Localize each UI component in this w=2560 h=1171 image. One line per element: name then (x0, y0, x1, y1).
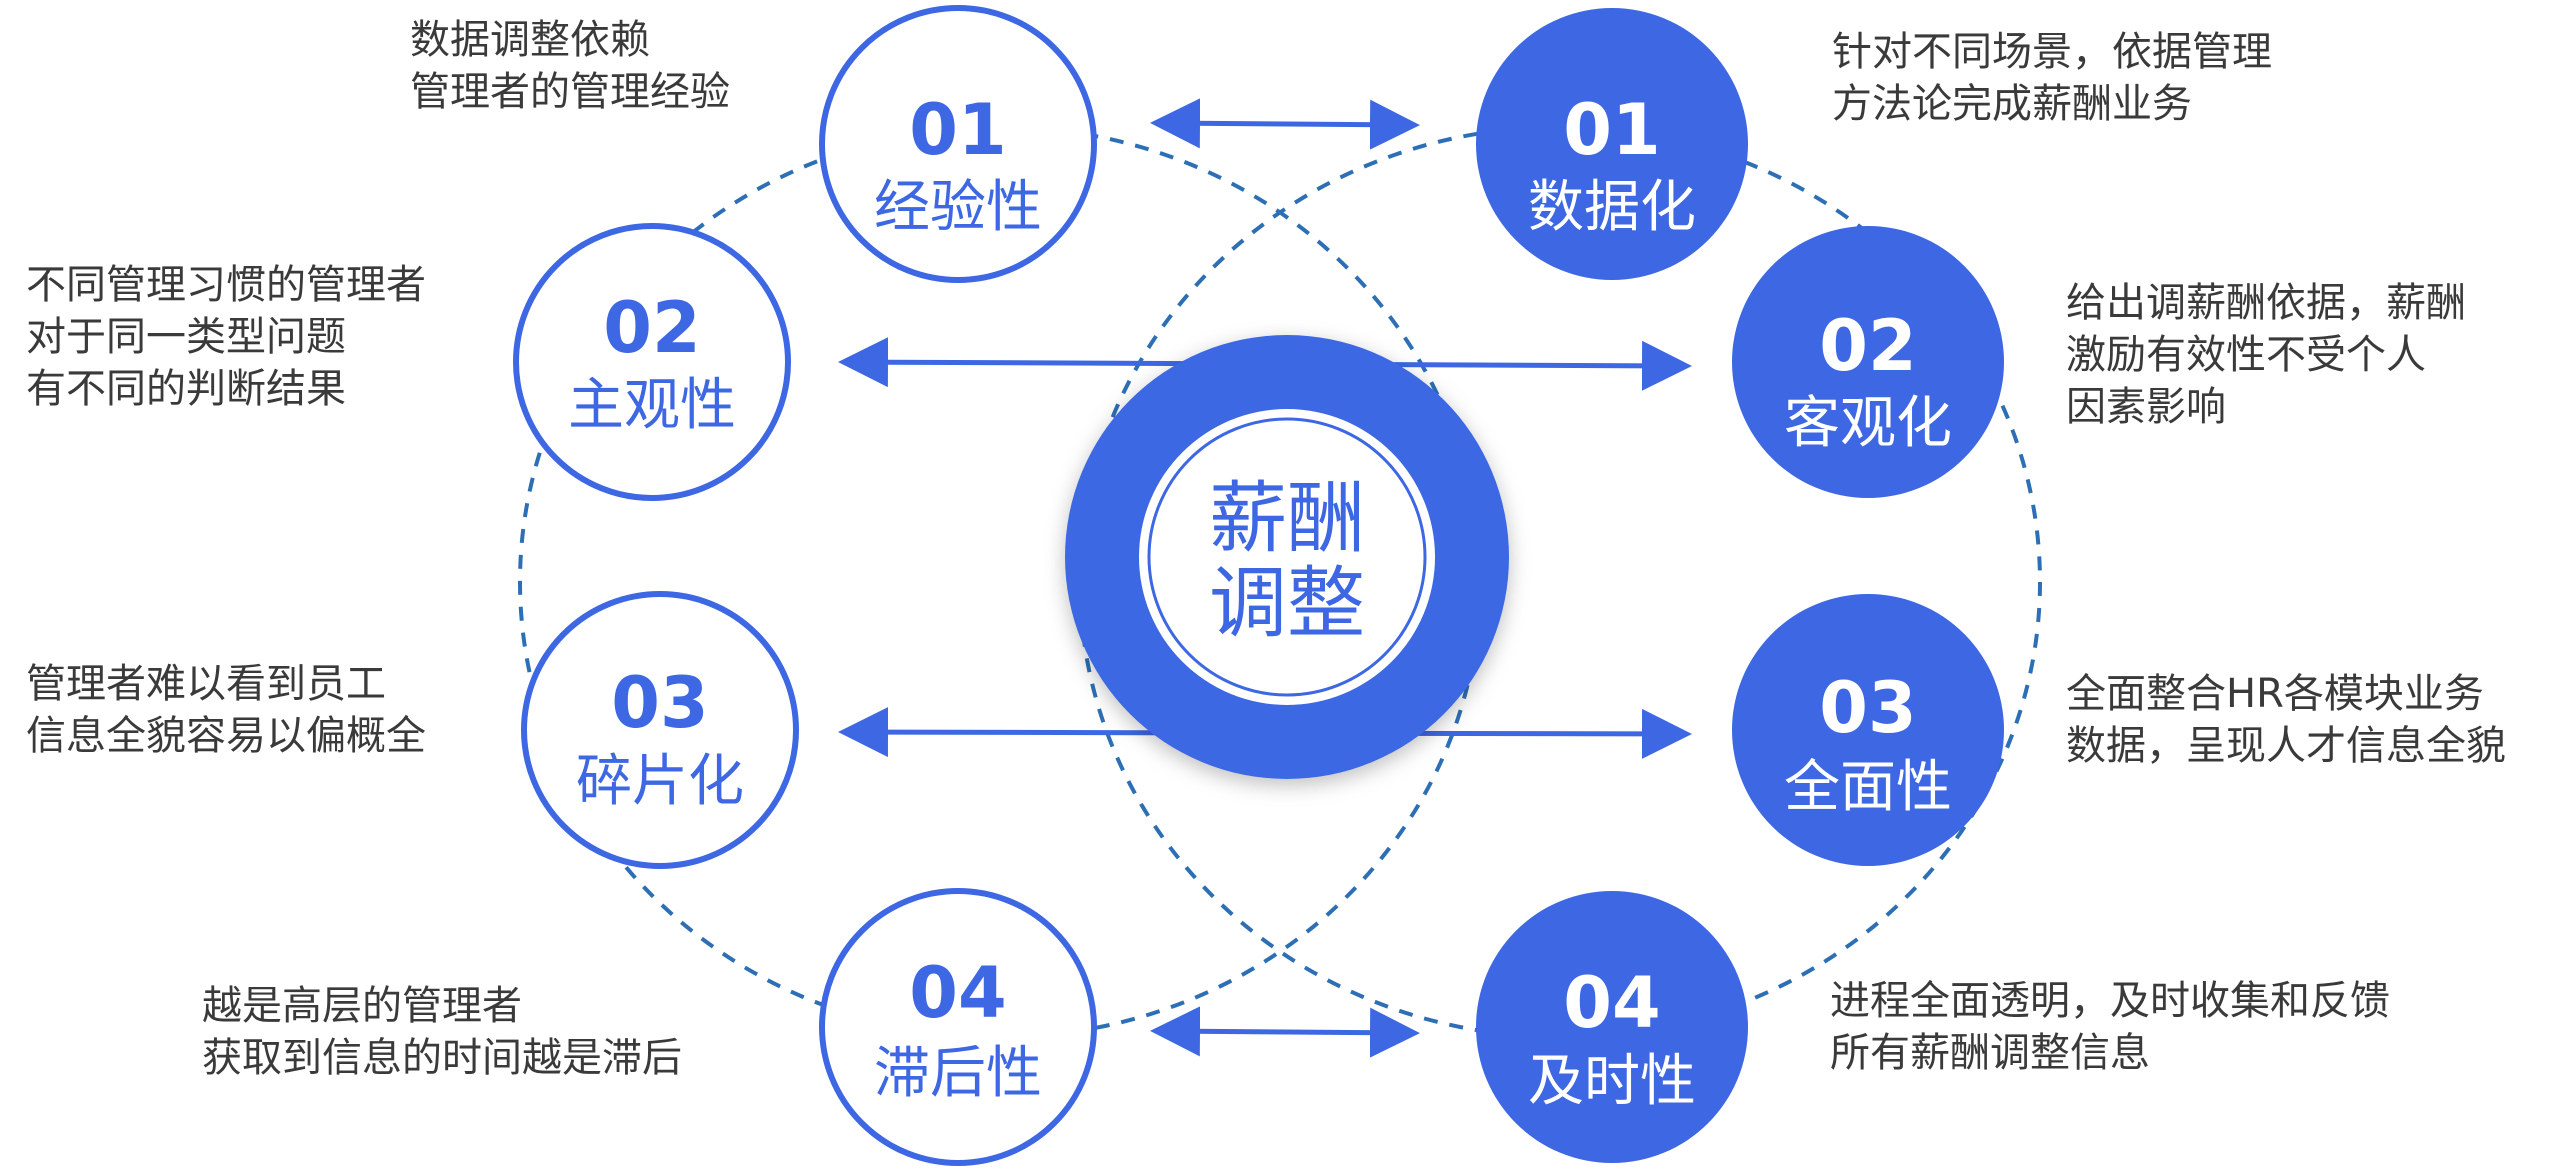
left-desc-02-line: 有不同的判断结果 (26, 366, 346, 412)
right-desc-01-line: 方法论完成薪酬业务 (1832, 81, 2192, 127)
right-node-04: 04 及时性 (1476, 891, 1748, 1163)
left-node-02: 02 主观性 (513, 223, 791, 501)
right-node-03-label: 全面性 (1784, 755, 1952, 820)
right-node-01: 01 数据化 (1476, 8, 1748, 280)
left-node-01-label: 经验性 (874, 175, 1042, 240)
left-desc-03-line: 信息全貌容易以偏概全 (26, 713, 426, 759)
right-node-03-number: 03 (1819, 667, 1916, 749)
right-node-02-number: 02 (1819, 305, 1916, 387)
left-node-03-number: 03 (611, 662, 708, 744)
right-node-01-label: 数据化 (1528, 175, 1696, 240)
left-node-01-number: 01 (909, 89, 1006, 171)
right-desc-01: 针对不同场景，依据管理 方法论完成薪酬业务 (1832, 26, 2272, 130)
arrow-row-4 (1150, 1006, 1420, 1058)
left-node-04-number: 04 (909, 952, 1006, 1034)
left-node-03: 03 碎片化 (521, 591, 799, 869)
right-desc-04-line: 所有薪酬调整信息 (1830, 1030, 2150, 1076)
right-node-01-number: 01 (1563, 89, 1660, 171)
left-desc-01-line: 数据调整依赖 (410, 17, 650, 63)
right-desc-02: 给出调薪酬依据，薪酬 激励有效性不受个人 因素影响 (2066, 277, 2466, 433)
left-node-04-label: 滞后性 (874, 1041, 1042, 1106)
right-desc-04: 进程全面透明，及时收集和反馈 所有薪酬调整信息 (1830, 975, 2390, 1079)
left-node-02-label: 主观性 (568, 373, 736, 438)
right-desc-02-line: 激励有效性不受个人 (2066, 332, 2426, 378)
left-desc-02: 不同管理习惯的管理者 对于同一类型问题 有不同的判断结果 (26, 259, 426, 415)
left-node-02-number: 02 (603, 287, 700, 369)
left-desc-01-line: 管理者的管理经验 (410, 69, 730, 115)
right-desc-02-line: 给出调薪酬依据，薪酬 (2066, 280, 2466, 326)
left-desc-02-line: 不同管理习惯的管理者 (26, 262, 426, 308)
right-node-04-number: 04 (1563, 962, 1660, 1044)
left-desc-03-line: 管理者难以看到员工 (26, 661, 386, 707)
left-desc-01: 数据调整依赖 管理者的管理经验 (410, 14, 730, 118)
right-desc-01-line: 针对不同场景，依据管理 (1832, 29, 2272, 75)
right-node-02-label: 客观化 (1784, 391, 1952, 456)
center-title-line2: 调整 (1209, 559, 1365, 649)
right-desc-02-line: 因素影响 (2066, 384, 2226, 430)
left-desc-04-line: 越是高层的管理者 (202, 983, 522, 1029)
left-desc-03: 管理者难以看到员工 信息全貌容易以偏概全 (26, 658, 426, 762)
left-node-01: 01 经验性 (819, 5, 1097, 283)
right-desc-03: 全面整合HR各模块业务 数据，呈现人才信息全貌 (2066, 668, 2506, 772)
left-desc-04-line: 获取到信息的时间越是滞后 (202, 1035, 682, 1081)
arrow-row-1 (1150, 98, 1420, 150)
right-node-04-label: 及时性 (1528, 1049, 1696, 1114)
center-node: 薪酬 调整 (1065, 335, 1509, 779)
center-title-line1: 薪酬 (1209, 474, 1365, 564)
right-desc-03-line: 数据，呈现人才信息全貌 (2066, 723, 2506, 769)
right-node-03: 03 全面性 (1732, 594, 2004, 866)
right-node-02: 02 客观化 (1732, 226, 2004, 498)
left-desc-04: 越是高层的管理者 获取到信息的时间越是滞后 (202, 980, 682, 1084)
left-desc-02-line: 对于同一类型问题 (26, 314, 346, 360)
right-desc-04-line: 进程全面透明，及时收集和反馈 (1830, 978, 2390, 1024)
left-node-03-label: 碎片化 (576, 749, 744, 814)
right-desc-03-line: 全面整合HR各模块业务 (2066, 671, 2484, 717)
left-node-04: 04 滞后性 (819, 888, 1097, 1166)
